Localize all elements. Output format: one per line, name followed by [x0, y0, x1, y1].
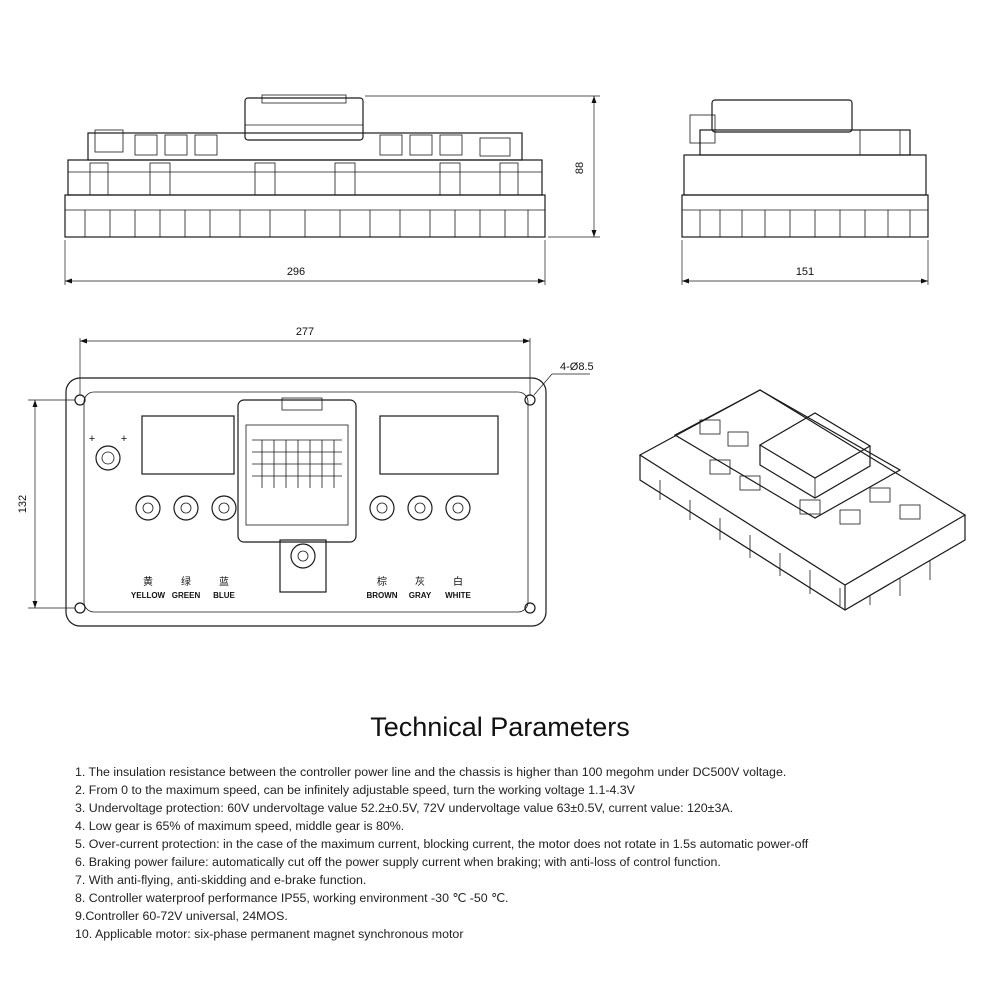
parameter-item: 5. Over-current protection: in the case …	[75, 837, 809, 851]
wire-label-en: GREEN	[172, 591, 201, 600]
parameter-item: 2. From 0 to the maximum speed, can be i…	[75, 783, 635, 797]
parameter-item: 6. Braking power failure: automatically …	[75, 855, 721, 869]
parameter-item: 1. The insulation resistance between the…	[75, 765, 787, 779]
wire-label-cn: 白	[453, 575, 463, 588]
parameter-item: 3. Undervoltage protection: 60V undervol…	[75, 801, 734, 815]
wire-label-cn: 灰	[415, 575, 425, 588]
parameter-item: 8. Controller waterproof performance IP5…	[75, 891, 509, 905]
dim-top-height: 132	[17, 495, 29, 513]
parameter-item: 9.Controller 60-72V universal, 24MOS.	[75, 909, 288, 923]
wire-label-cn: 绿	[181, 575, 191, 588]
wire-label-cn: 棕	[377, 575, 387, 588]
technical-drawing: 296 88 151	[17, 94, 967, 627]
top-view: + + 黄 绿 蓝 棕 灰 白 YELLOW GREEN BLUE BROWN …	[17, 326, 594, 627]
wire-label-en: GRAY	[409, 591, 432, 600]
dim-front-height: 88	[574, 162, 586, 174]
wire-label-en: BROWN	[366, 591, 397, 600]
parameters-list: 1. The insulation resistance between the…	[75, 763, 955, 943]
wire-label-en: WHITE	[445, 591, 471, 600]
side-view: 151	[681, 99, 929, 285]
dim-top-width: 277	[296, 326, 314, 338]
dim-side-width: 151	[796, 266, 814, 278]
wire-label-en: YELLOW	[131, 591, 166, 600]
wire-label-cn: 黄	[143, 575, 153, 588]
phase-terminal-icons	[135, 495, 471, 521]
wire-label-en: BLUE	[213, 591, 235, 600]
isometric-view	[638, 389, 967, 611]
dim-front-width: 296	[287, 266, 305, 278]
wire-label-cn: 蓝	[219, 576, 229, 588]
hole-callout: 4-Ø8.5	[560, 361, 594, 373]
parameter-item: 10. Applicable motor: six-phase permanen…	[75, 927, 464, 941]
plus-sign-1: +	[89, 433, 95, 445]
parameter-item: 7. With anti-flying, anti-skidding and e…	[75, 873, 367, 887]
plus-sign-2: +	[121, 433, 127, 445]
section-title: Technical Parameters	[370, 712, 630, 742]
parameter-item: 4. Low gear is 65% of maximum speed, mid…	[75, 819, 405, 833]
front-view: 296 88	[64, 94, 600, 285]
wire-labels: 黄 绿 蓝 棕 灰 白 YELLOW GREEN BLUE BROWN GRAY…	[131, 575, 472, 600]
